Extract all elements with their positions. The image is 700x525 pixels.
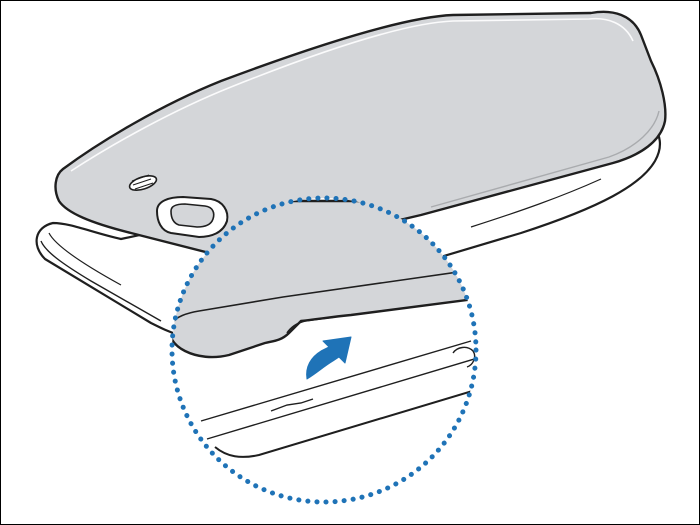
lift-arrow-icon — [306, 336, 352, 380]
phone-body-side-line — [470, 178, 602, 228]
magnified-body-bottom — [214, 388, 476, 458]
back-cover-shape — [54, 10, 667, 261]
magnified-body-edge — [200, 340, 472, 422]
back-cover-side-rim — [430, 110, 660, 208]
back-cover — [54, 10, 667, 261]
cover-release-notch — [286, 316, 336, 334]
camera-window — [155, 195, 229, 239]
speaker-grille — [128, 174, 158, 191]
magnifier-dotted-border — [169, 195, 479, 505]
body-side-bump — [452, 346, 476, 368]
camera-window-inner — [170, 203, 215, 228]
body-slot — [270, 398, 314, 412]
back-cover-rim-line — [70, 17, 634, 172]
phone-body-edge-line-2 — [48, 232, 122, 286]
phone-body-edge-line — [40, 240, 162, 322]
magnified-body-edge-2 — [206, 356, 476, 440]
